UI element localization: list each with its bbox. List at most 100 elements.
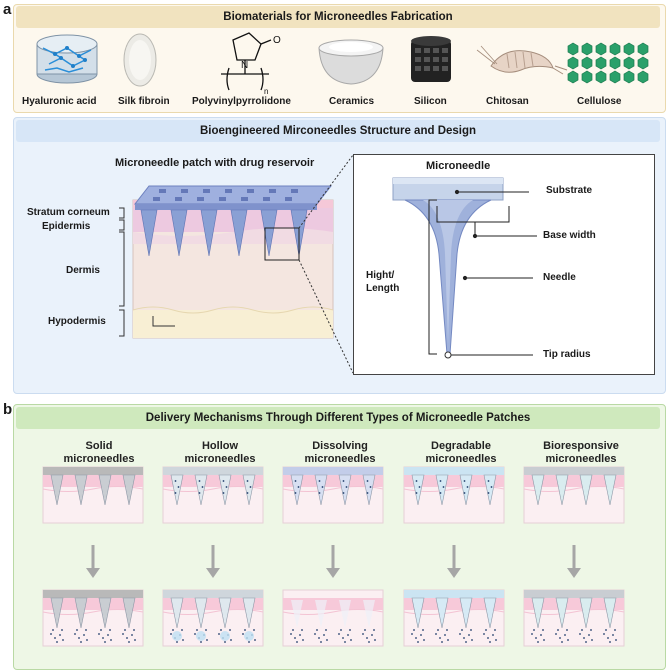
released-drug-dot — [110, 639, 112, 641]
released-drug-dot — [74, 633, 76, 635]
design-header: Bioengineered Mirconeedles Structure and… — [16, 120, 660, 142]
released-drug-dot — [85, 629, 87, 631]
released-drug-dot — [299, 634, 301, 636]
delivery-header: Delivery Mechanisms Through Different Ty… — [16, 407, 660, 429]
drug-dot — [201, 486, 204, 488]
released-drug-dot — [487, 637, 489, 639]
needle — [603, 597, 617, 629]
released-drug-dot — [342, 637, 344, 639]
needle — [555, 597, 569, 629]
hollow-after-tile — [162, 589, 264, 647]
needle — [98, 597, 112, 629]
needle — [338, 474, 352, 506]
released-drug-dot — [344, 641, 346, 643]
drug-dot — [342, 480, 345, 482]
drug-bubble — [220, 631, 230, 641]
drug-dot — [418, 486, 421, 488]
released-drug-dot — [347, 634, 349, 636]
drug-dot — [415, 480, 418, 482]
pvp-n-letter: N — [241, 60, 248, 71]
label-silk-fibroin: Silk fibroin — [118, 96, 170, 107]
needle-ghost — [339, 600, 351, 628]
layer-hypodermis: Hypodermis — [48, 316, 106, 327]
patch-reservoir-holes — [153, 189, 298, 201]
released-drug-dot — [373, 629, 375, 631]
released-drug-dot — [242, 633, 244, 635]
released-drug-dot — [540, 634, 542, 636]
released-drug-dot — [615, 639, 617, 641]
needle — [194, 474, 208, 506]
needle — [74, 597, 88, 629]
released-drug-dot — [533, 629, 535, 631]
drug-bubble — [244, 631, 254, 641]
zoom-square — [264, 227, 300, 261]
released-drug-dot — [54, 637, 56, 639]
released-drug-dot — [172, 629, 174, 631]
needle — [483, 474, 497, 506]
needle — [242, 474, 256, 506]
drug-dot — [366, 480, 369, 482]
released-drug-dot — [338, 633, 340, 635]
released-drug-dot — [468, 634, 470, 636]
mechanism-degradable-line2: microneedles — [425, 453, 497, 465]
released-drug-dot — [61, 629, 63, 631]
skin-patch-illustration — [119, 185, 334, 339]
released-drug-dot — [437, 629, 439, 631]
released-drug-dot — [555, 633, 557, 635]
detail-label-tip-radius: Tip radius — [543, 349, 591, 360]
microneedle-detail-title: Microneedle — [426, 160, 491, 172]
released-drug-dot — [585, 641, 587, 643]
released-drug-dot — [52, 629, 54, 631]
drug-dot — [246, 480, 249, 482]
released-drug-dot — [78, 637, 80, 639]
released-drug-dot — [318, 637, 320, 639]
needle — [218, 597, 232, 629]
needle — [218, 474, 232, 506]
released-drug-dot — [579, 633, 581, 635]
needle — [314, 474, 328, 506]
needle — [531, 597, 545, 629]
needle — [483, 597, 497, 629]
released-drug-dot — [326, 639, 328, 641]
released-drug-dot — [581, 629, 583, 631]
label-chitosan: Chitosan — [486, 96, 529, 107]
pvp-o-letter: O — [273, 35, 281, 46]
released-drug-dot — [349, 629, 351, 631]
mechanism-title-dissolving: Dissolving microneedles — [285, 440, 395, 466]
released-drug-dot — [350, 639, 352, 641]
released-drug-dot — [559, 637, 561, 639]
label-ceramics: Ceramics — [329, 96, 375, 107]
released-drug-dot — [102, 637, 104, 639]
pvp-structure-icon — [221, 32, 272, 91]
needle — [579, 597, 593, 629]
released-drug-dot — [320, 641, 322, 643]
released-drug-dot — [537, 641, 539, 643]
solid-before-tile — [42, 466, 144, 524]
released-drug-dot — [253, 629, 255, 631]
released-drug-dot — [423, 639, 425, 641]
layer-stratum-corneum: Stratum corneum — [27, 207, 110, 218]
pvp-n-subscript: n — [264, 87, 268, 95]
mechanism-bioresponsive-line2: microneedles — [545, 453, 617, 465]
released-drug-dot — [292, 629, 294, 631]
drug-dot — [174, 480, 177, 482]
mechanism-bioresponsive-line1: Bioresponsive — [543, 440, 619, 452]
drug-dot — [487, 480, 490, 482]
panel-a-letter: a — [3, 1, 12, 18]
released-drug-dot — [194, 633, 196, 635]
released-drug-dot — [290, 633, 292, 635]
released-drug-dot — [444, 634, 446, 636]
released-drug-dot — [543, 639, 545, 641]
released-drug-dot — [411, 633, 413, 635]
solid-after-tile — [42, 589, 144, 647]
released-drug-dot — [461, 629, 463, 631]
drug-dot — [487, 492, 490, 494]
detail-label-needle: Needle — [543, 272, 576, 283]
released-drug-dot — [206, 639, 208, 641]
released-drug-dot — [62, 639, 64, 641]
released-drug-dot — [590, 629, 592, 631]
released-drug-dot — [83, 634, 85, 636]
bioresponsive-before-tile — [523, 466, 625, 524]
patch-title: Microneedle patch with drug reservoir — [115, 157, 315, 169]
